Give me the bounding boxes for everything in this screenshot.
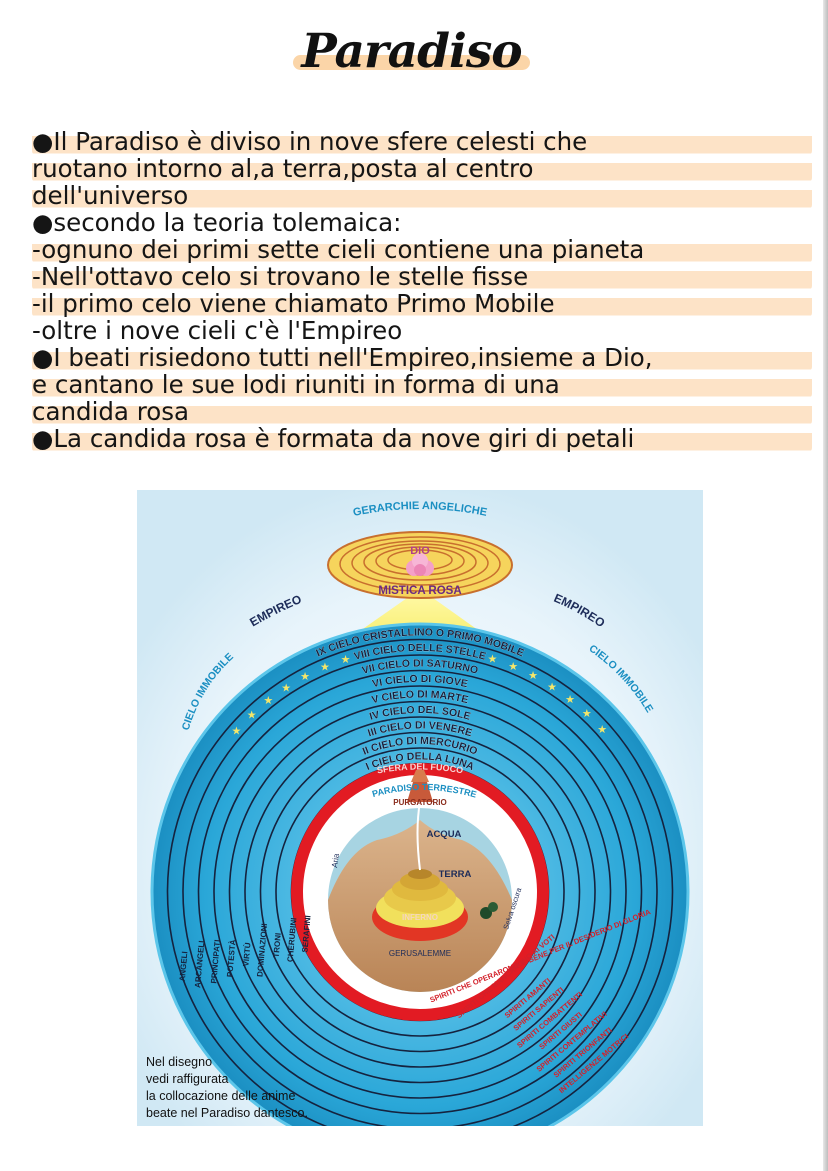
star-icon: ★ bbox=[597, 723, 607, 736]
heaven-ring bbox=[228, 700, 612, 1084]
heaven-label: V CIELO DI MARTE bbox=[370, 688, 469, 706]
angel-label: ANGELI bbox=[178, 951, 190, 982]
paradiso-diagram-svg: DIO MISTICA ROSA GERARCHIE ANGELICHE EMP… bbox=[137, 490, 703, 1126]
heaven-ring bbox=[166, 638, 674, 1126]
mystic-rose-icon bbox=[406, 553, 434, 576]
note-line: ruotano intorno al,a terra,posta al cent… bbox=[32, 155, 812, 182]
star-icon: ★ bbox=[528, 669, 538, 682]
earth-sphere bbox=[310, 770, 530, 1002]
angel-label: CHERUBINI bbox=[286, 917, 299, 962]
purgatorio-label: PURGATORIO bbox=[393, 798, 446, 807]
note-line: candida rosa bbox=[32, 398, 812, 425]
star-icon: ★ bbox=[488, 652, 498, 665]
star-icon: ★ bbox=[582, 707, 592, 720]
star-icon: ★ bbox=[263, 694, 273, 707]
heaven-ring bbox=[197, 669, 643, 1115]
page-title: Paradiso bbox=[293, 24, 530, 79]
title-wrap: Paradiso bbox=[0, 24, 823, 79]
heaven-ring bbox=[244, 716, 596, 1068]
acqua-label: ACQUA bbox=[427, 829, 462, 840]
terra-label: TERRA bbox=[439, 869, 472, 880]
caption-line: la collocazione delle anime bbox=[146, 1089, 296, 1103]
star-icon: ★ bbox=[341, 653, 351, 666]
note-line: dell'universo bbox=[32, 182, 812, 209]
angel-label: TRONI bbox=[272, 932, 283, 958]
note-line: -Nell'ottavo celo si trovano le stelle f… bbox=[32, 263, 812, 290]
star-icon: ★ bbox=[300, 670, 310, 683]
star-icon: ★ bbox=[232, 724, 242, 737]
caption-line: beate nel Paradiso dantesco. bbox=[146, 1106, 308, 1120]
note-line: ●La candida rosa è formata da nove giri … bbox=[32, 425, 812, 452]
note-line: -ognuno dei primi sette cieli contiene u… bbox=[32, 236, 812, 263]
notes-block: ●Il Paradiso è diviso in nove sfere cele… bbox=[32, 128, 812, 452]
inferno-label: INFERNO bbox=[402, 913, 438, 922]
heaven-ring bbox=[213, 685, 627, 1099]
heaven-label: V CIELO DI MARTE bbox=[370, 688, 469, 706]
star-icon: ★ bbox=[281, 681, 291, 694]
star-icon: ★ bbox=[547, 680, 557, 693]
note-line: ●secondo la teoria tolemaica: bbox=[32, 208, 402, 237]
note-line: ●Il Paradiso è diviso in nove sfere cele… bbox=[32, 128, 812, 155]
heaven-ring bbox=[259, 731, 581, 1053]
heaven-ring bbox=[150, 622, 690, 1126]
note-line: e cantano le sue lodi riuniti in forma d… bbox=[32, 371, 812, 398]
aria-label: Aria bbox=[330, 852, 341, 868]
fuoco-label: SFERA DEL FUOCO bbox=[376, 761, 464, 775]
star-icon: ★ bbox=[508, 660, 518, 673]
rosa-label: MISTICA ROSA bbox=[378, 585, 461, 597]
note-line: -oltre i nove cieli c'è l'Empireo bbox=[32, 316, 403, 345]
gerusalemme-label: GERUSALEMME bbox=[389, 949, 451, 958]
star-icon: ★ bbox=[565, 693, 575, 706]
star-icon: ★ bbox=[247, 709, 257, 722]
dio-label: DIO bbox=[410, 545, 430, 557]
angel-label: VIRTÙ bbox=[241, 942, 252, 967]
page-edge-shadow bbox=[823, 0, 828, 1171]
angel-label: PRINCIPATI bbox=[209, 939, 222, 984]
paradiso-diagram: DIO MISTICA ROSA GERARCHIE ANGELICHE EMP… bbox=[137, 490, 703, 1126]
angel-label: SERAFINI bbox=[300, 915, 312, 953]
caption-line: Nel disegno bbox=[146, 1055, 213, 1069]
heaven-label: VI CIELO DI GIOVE bbox=[371, 673, 469, 690]
angel-label: ARCANGELI bbox=[193, 940, 206, 988]
heaven-ring bbox=[182, 654, 658, 1126]
caption-line: vedi raffigurata bbox=[146, 1072, 229, 1086]
angel-label: POTESTÀ bbox=[225, 939, 237, 978]
note-line: -il primo celo viene chiamato Primo Mobi… bbox=[32, 290, 812, 317]
diagram-caption: Nel disegno vedi raffigurata la collocaz… bbox=[146, 1054, 366, 1122]
fixed-stars: ★ ★ ★ ★ ★ ★ ★ ★ ★ ★ ★ ★ ★ ★ bbox=[232, 652, 608, 737]
heaven-ring bbox=[275, 747, 565, 1037]
note-line: ●I beati risiedono tutti nell'Empireo,in… bbox=[32, 344, 812, 371]
heaven-label: VI CIELO DI GIOVE bbox=[371, 673, 469, 690]
star-icon: ★ bbox=[320, 661, 330, 674]
